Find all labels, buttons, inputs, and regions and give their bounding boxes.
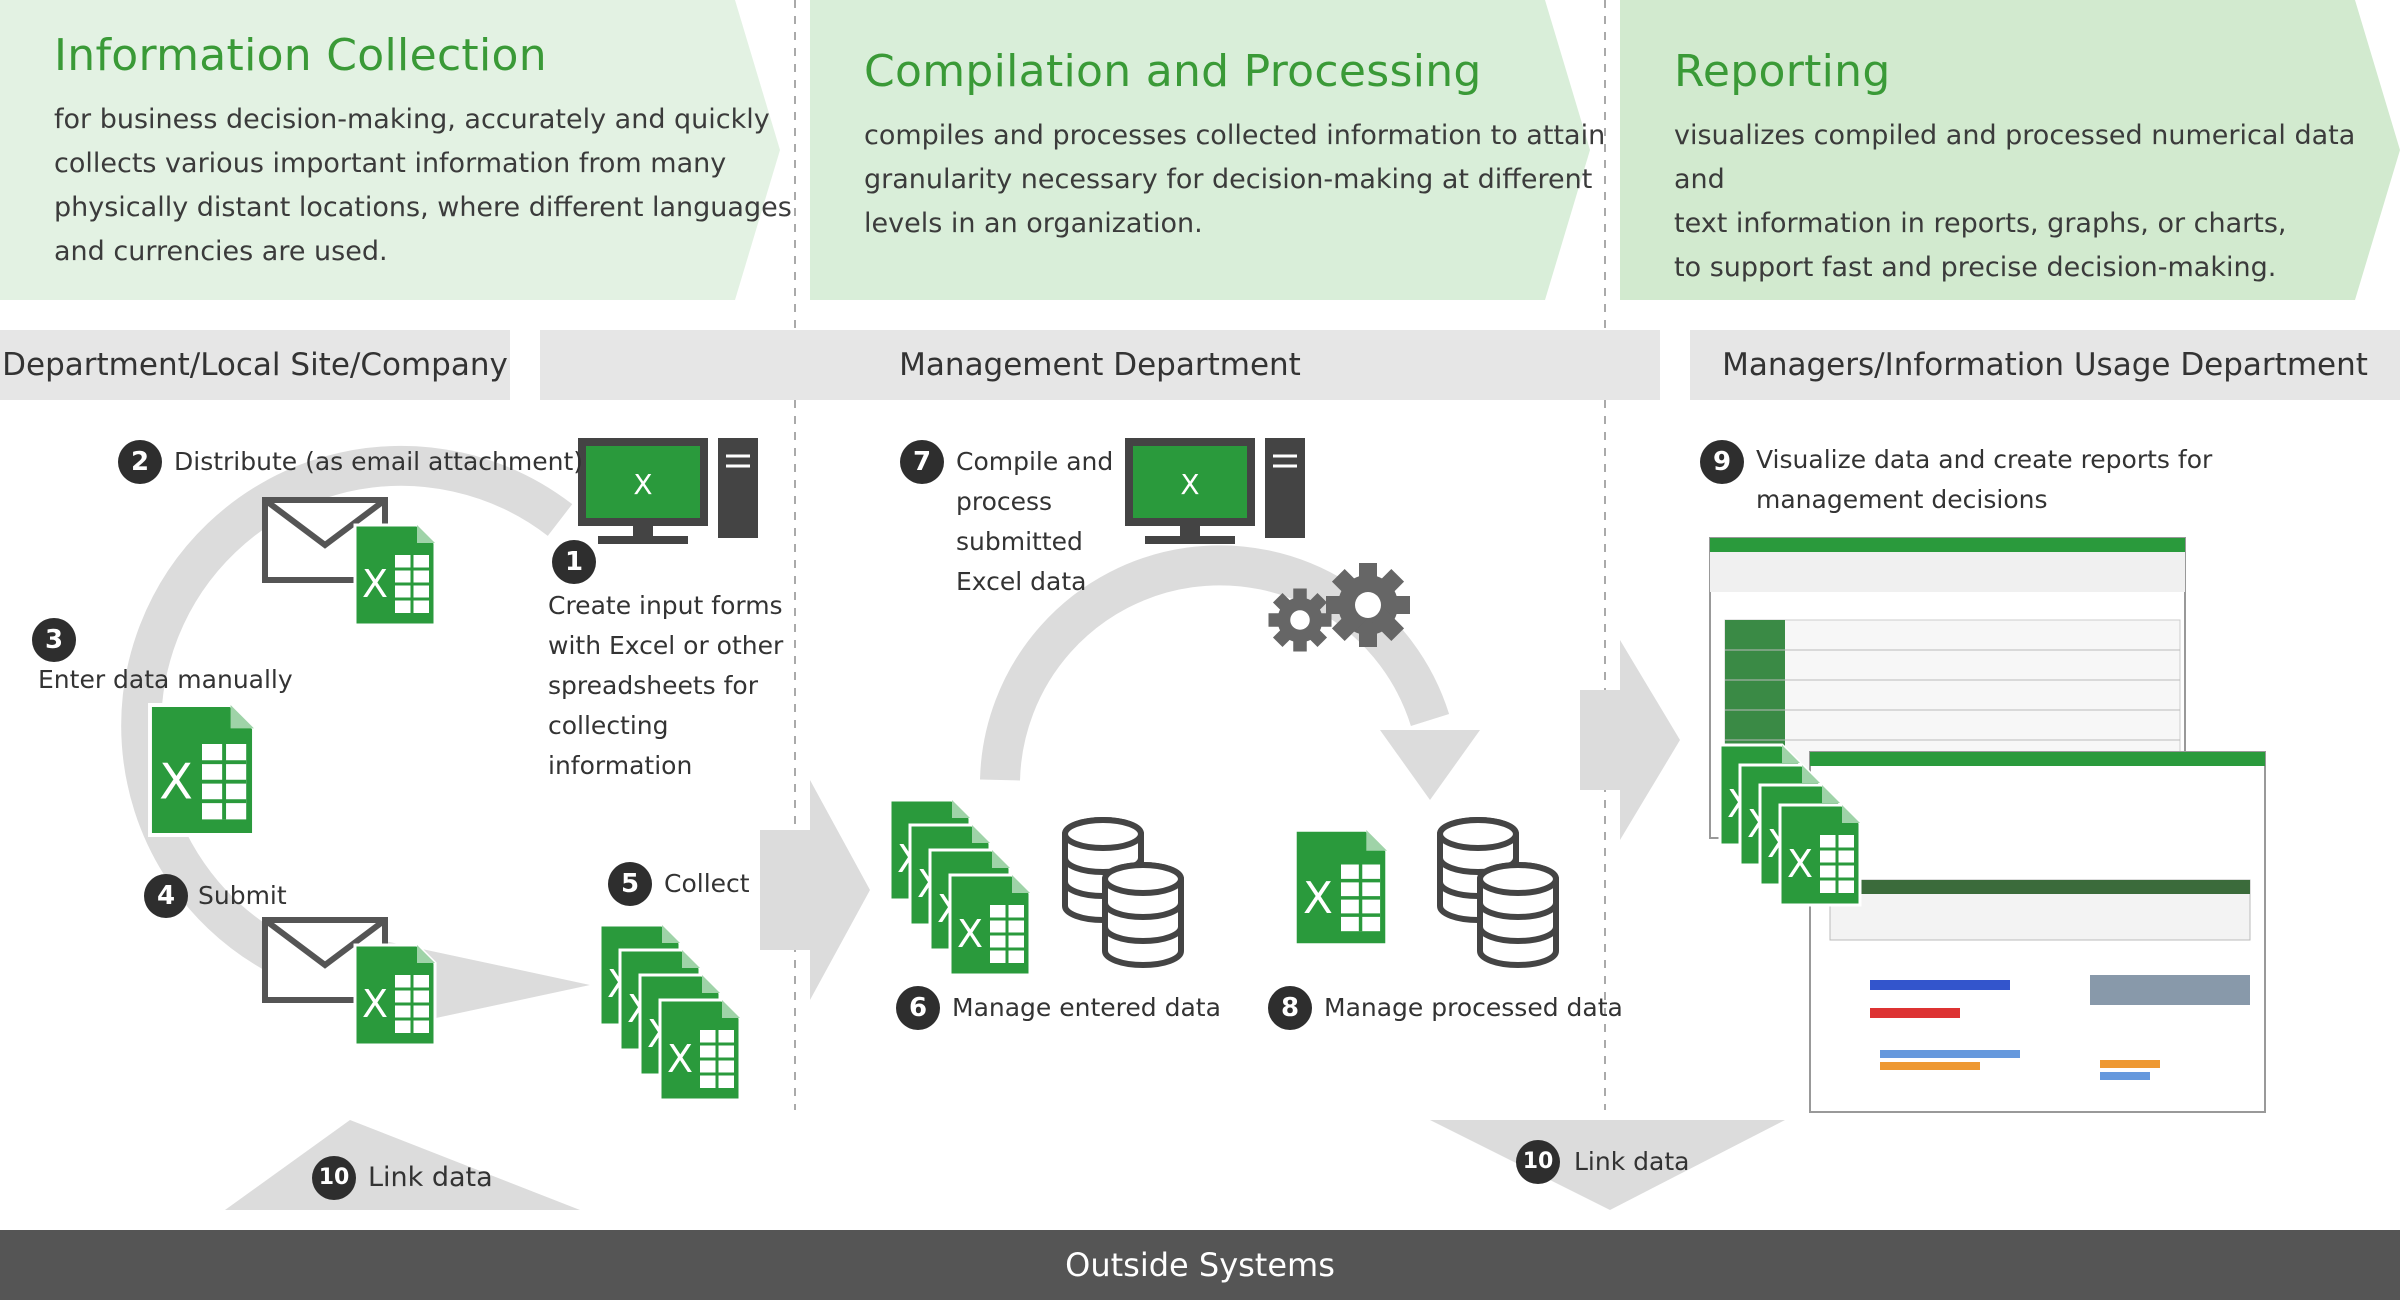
banner-desc-reporting: visualizes compiled and processed numeri… xyxy=(1674,114,2400,290)
banner-desc-line: for business decision-making, accurately… xyxy=(54,104,770,135)
banner-desc-line: compiles and processes collected informa… xyxy=(864,120,1606,151)
step-7-line: Compile and xyxy=(956,447,1114,476)
banner-title-reporting: Reporting xyxy=(1674,46,1891,97)
excel-icon xyxy=(148,703,256,837)
step-number-3: 3 xyxy=(32,618,76,662)
step-1-line: Create input forms xyxy=(548,591,783,620)
banner-title-compilation: Compilation and Processing xyxy=(864,46,1482,97)
banner-reporting-bg xyxy=(1620,0,2400,300)
step-number-6: 6 xyxy=(896,986,940,1030)
step-1-line: information xyxy=(548,751,693,780)
banner-desc-line: physically distant locations, where diff… xyxy=(54,192,792,223)
step-number-8: 8 xyxy=(1268,986,1312,1030)
svg-text:X: X xyxy=(633,468,652,501)
step-8-label: Manage processed data xyxy=(1324,993,1623,1022)
step-6-label: Manage entered data xyxy=(952,993,1221,1022)
database-icon xyxy=(1105,865,1181,965)
banner-desc-collection: for business decision-making, accurately… xyxy=(54,98,792,274)
step-number-10: 10 xyxy=(1516,1140,1560,1184)
computer-icon: X xyxy=(1125,438,1305,544)
section-label-managers: Managers/Information Usage Department xyxy=(1722,347,2368,383)
step-number-4: 4 xyxy=(144,874,188,918)
step-3-label: Enter data manually xyxy=(38,665,293,694)
step-7-line: submitted xyxy=(956,527,1083,556)
step-7-line: process xyxy=(956,487,1053,516)
banner-desc-line: visualizes compiled and processed numeri… xyxy=(1674,120,2356,195)
step-10-label: Link data xyxy=(368,1162,493,1193)
banner-desc-compilation: compiles and processes collected informa… xyxy=(864,114,1605,246)
excel-stack-entered xyxy=(888,798,1032,977)
banner-compilation-bg xyxy=(810,0,1590,300)
excel-icon xyxy=(1293,828,1389,947)
excel-icon xyxy=(353,523,437,627)
section-label-mgmt: Management Department xyxy=(899,347,1301,383)
banner-desc-line: and currencies are used. xyxy=(54,236,388,267)
step-7-line: Excel data xyxy=(956,567,1087,596)
banner-desc-line: levels in an organization. xyxy=(864,208,1203,239)
step-9-label: Visualize data and create reports for ma… xyxy=(1756,440,2212,520)
step-4-label: Submit xyxy=(198,881,287,910)
computer-icon: X xyxy=(578,438,758,544)
step-number-5: 5 xyxy=(608,862,652,906)
database-icon xyxy=(1480,865,1556,965)
banner-desc-line: collects various important information f… xyxy=(54,148,727,179)
step-1-line: spreadsheets for xyxy=(548,671,758,700)
gear-icon xyxy=(1268,588,1332,652)
section-label-dept: Department/Local Site/Company xyxy=(2,347,508,383)
gear-icon xyxy=(1326,563,1410,647)
svg-text:X: X xyxy=(1180,468,1199,501)
step-2-label: Distribute (as email attachment) xyxy=(174,447,583,476)
banner-title-collection: Information Collection xyxy=(54,30,547,81)
step-5-label: Collect xyxy=(664,869,750,898)
outside-systems-bar: Outside Systems xyxy=(0,1230,2400,1300)
link-arrow-down xyxy=(1430,1120,1785,1210)
step-1-line: collecting xyxy=(548,711,669,740)
banner-desc-line: to support fast and precise decision-mak… xyxy=(1674,252,2277,283)
banner-desc-line: granularity necessary for decision-makin… xyxy=(864,164,1593,195)
banner-desc-line: text information in reports, graphs, or … xyxy=(1674,208,2287,239)
step-9-line: management decisions xyxy=(1756,485,2048,514)
step-9-line: Visualize data and create reports for xyxy=(1756,445,2213,474)
excel-stack-collect xyxy=(598,923,742,1102)
banner-collection-bg xyxy=(0,0,780,300)
step-1-line: with Excel or other xyxy=(548,631,784,660)
step-number-10: 10 xyxy=(312,1156,356,1200)
step-number-9: 9 xyxy=(1700,440,1744,484)
step-number-2: 2 xyxy=(118,440,162,484)
step-10-label: Link data xyxy=(1574,1147,1690,1176)
excel-icon xyxy=(353,943,437,1047)
step-7-label: Compile and process submitted Excel data xyxy=(956,442,1113,602)
step-number-7: 7 xyxy=(900,440,944,484)
step-1-label: Create input forms with Excel or other s… xyxy=(548,586,783,786)
step-number-1: 1 xyxy=(552,540,596,584)
